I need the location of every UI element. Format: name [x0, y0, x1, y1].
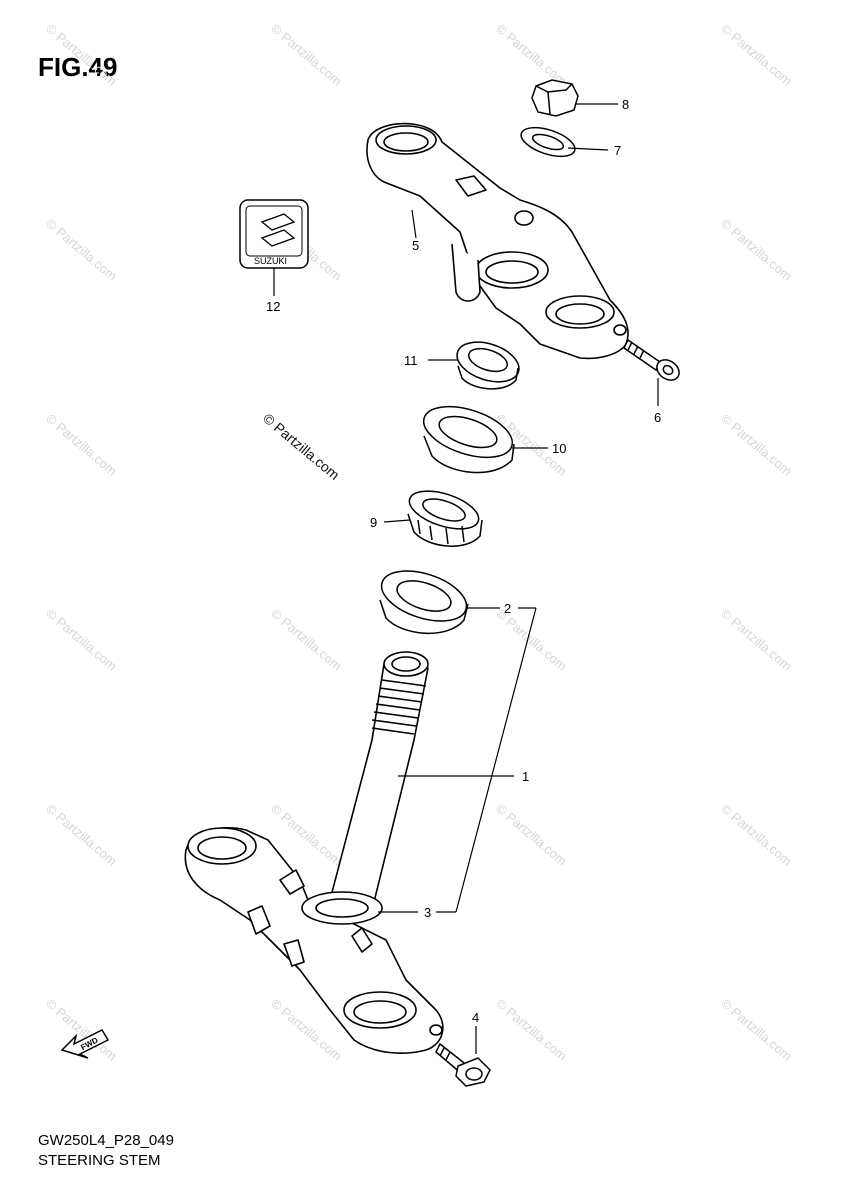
watermark-text: © Partzilla.com: [718, 411, 795, 479]
watermark-text: © Partzilla.com: [43, 21, 120, 89]
callout-11: 11: [404, 353, 418, 368]
watermark-text: © Partzilla.com: [718, 21, 795, 89]
watermark-text: © Partzilla.com: [493, 801, 570, 869]
figure-title: FIG.49: [38, 52, 118, 82]
part-12-decal: SUZUKI: [239, 199, 309, 269]
callout-5: 5: [412, 238, 419, 253]
part-11-lock-nut: [456, 341, 520, 390]
watermark-text: © Partzilla.com: [43, 606, 120, 674]
part-10-bearing-race: [422, 405, 515, 474]
watermark-text: © Partzilla.com: [43, 216, 120, 284]
callout-labels: 1 2 3 4 5 6 7 8 9 10 11 12: [266, 97, 661, 1025]
watermark-text: © Partzilla.com: [718, 801, 795, 869]
callout-4: 4: [472, 1010, 479, 1025]
callout-10: 10: [552, 441, 566, 456]
callout-9: 9: [370, 515, 377, 530]
part-8-cap-nut: [531, 79, 579, 117]
part-4-bolt: [435, 1042, 491, 1087]
part-6-bolt: [623, 338, 680, 381]
part-7-washer: [520, 126, 576, 158]
part-1-steering-stem: [184, 651, 444, 1054]
watermark-text: © Partzilla.com: [718, 996, 795, 1064]
watermark-text: © Partzilla.com: [493, 996, 570, 1064]
callout-2: 2: [504, 601, 511, 616]
part-2-bearing-race: [379, 570, 469, 634]
figure-code: GW250L4_P28_049: [38, 1132, 174, 1149]
callout-7: 7: [614, 143, 621, 158]
watermark-text: © Partzilla.com: [43, 801, 120, 869]
watermark-text-dark: © Partzilla.com: [260, 410, 343, 483]
watermark-text: © Partzilla.com: [268, 21, 345, 89]
callout-8: 8: [622, 97, 629, 112]
watermark-text: © Partzilla.com: [718, 216, 795, 284]
callout-6: 6: [654, 410, 661, 425]
watermark-text: © Partzilla.com: [493, 21, 570, 89]
part-9-bearing: [407, 490, 483, 547]
decal-text: SUZUKI: [254, 256, 287, 266]
callout-12: 12: [266, 299, 280, 314]
watermark-text: © Partzilla.com: [43, 411, 120, 479]
watermark-text: © Partzilla.com: [718, 606, 795, 674]
figure-name: STEERING STEM: [38, 1152, 161, 1169]
callout-1: 1: [522, 769, 529, 784]
callout-3: 3: [424, 905, 431, 920]
leader-lines: [273, 103, 659, 1054]
part-5-upper-bracket: [366, 122, 629, 360]
watermark-text: © Partzilla.com: [268, 606, 345, 674]
